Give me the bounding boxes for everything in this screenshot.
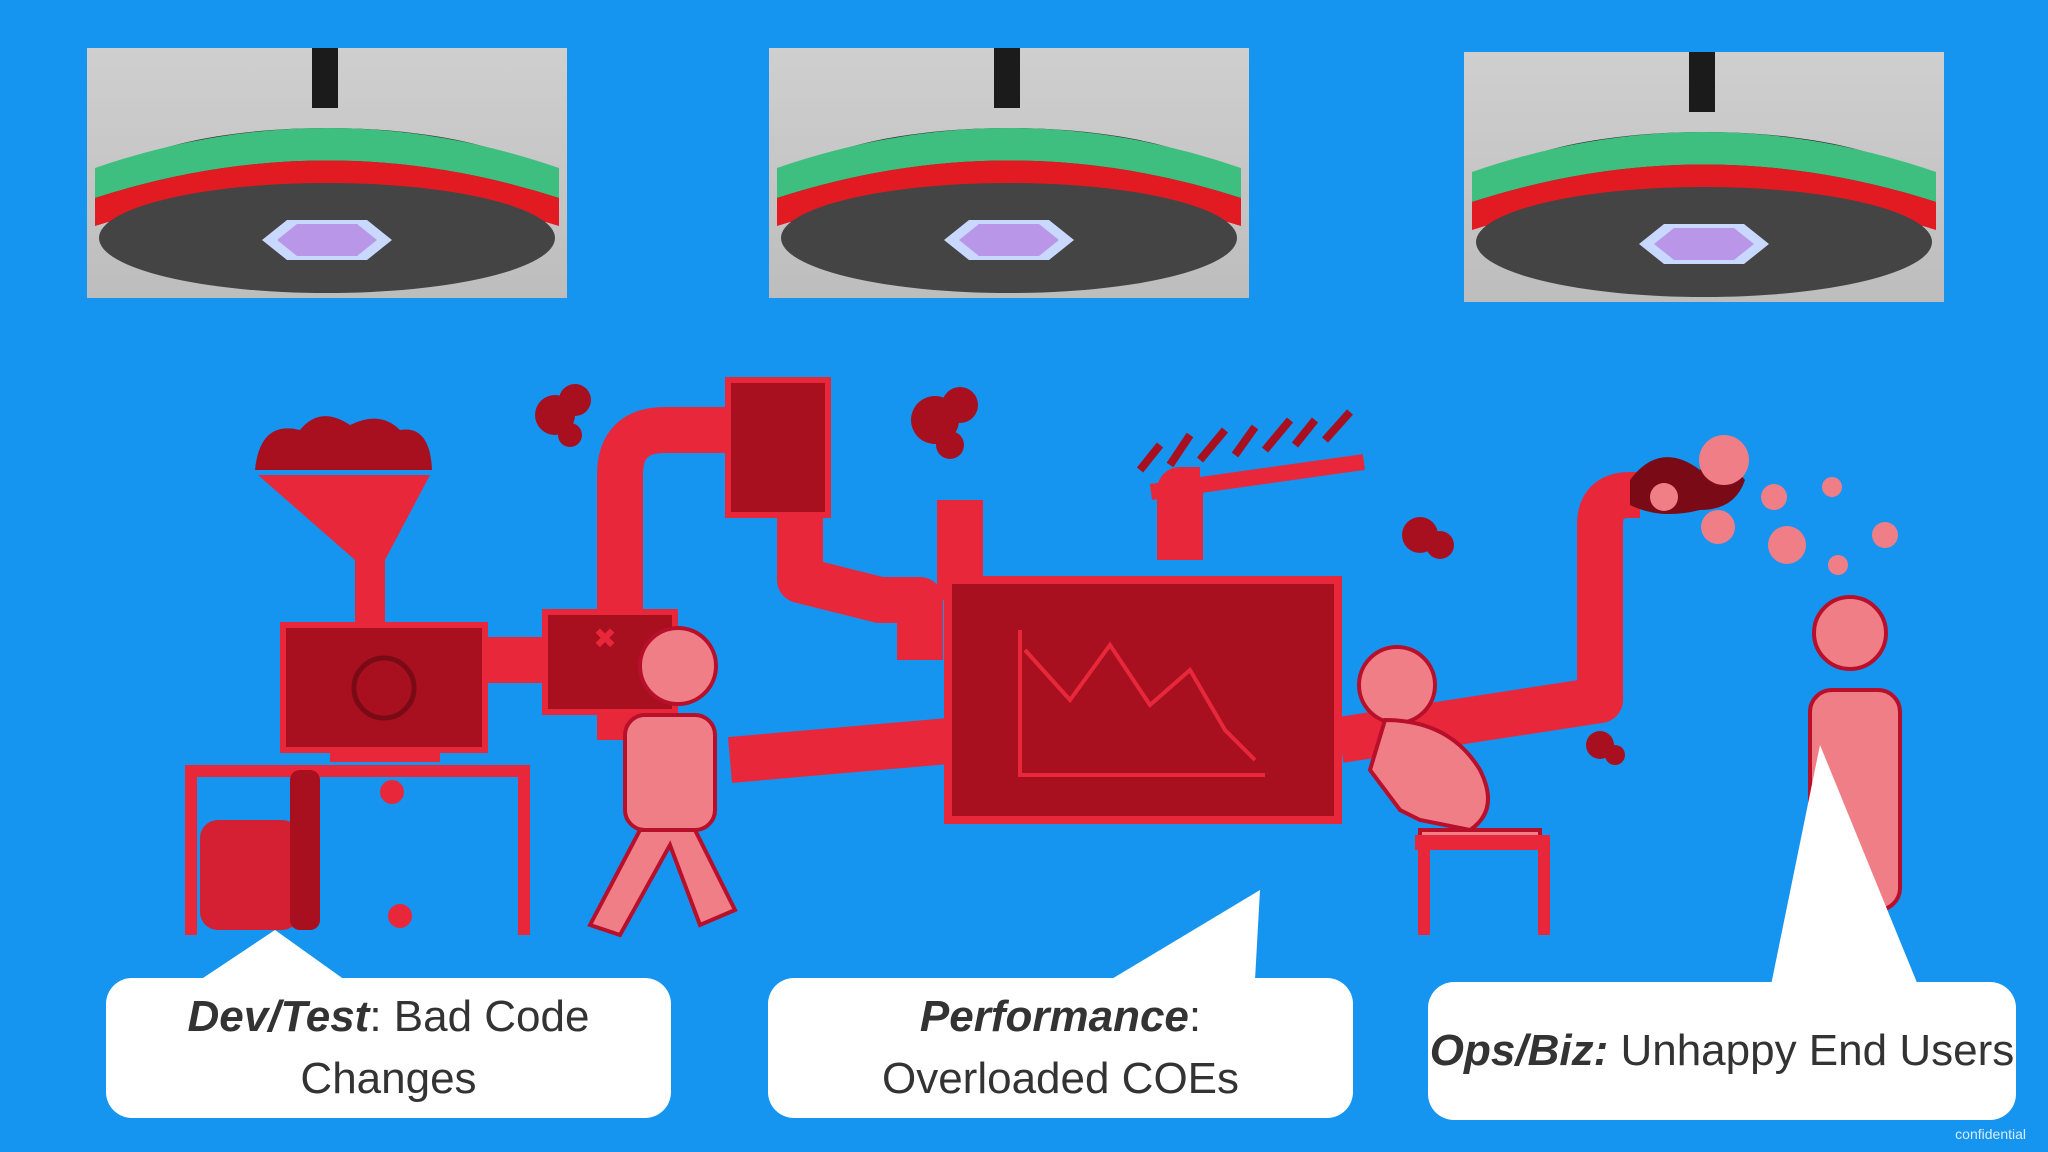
- status-light-icon: [1472, 52, 1936, 297]
- bubble-performance-text: Performance: Overloaded COEs: [882, 986, 1239, 1110]
- desk-icon: [185, 622, 530, 935]
- bubble-perf-sep: :: [1188, 992, 1202, 1041]
- smoke-icon: [535, 384, 1625, 765]
- status-light-photo-1: [87, 48, 567, 298]
- bubble-dev-test: Dev/Test: Bad Code Changes: [106, 978, 671, 1118]
- svg-text:✖: ✖: [593, 622, 616, 655]
- bubble-ops-text: Unhappy End Users: [1620, 1026, 2015, 1075]
- bubble-perf-label: Performance: [919, 992, 1189, 1041]
- status-light-icon: [777, 48, 1241, 293]
- bubble-dev-test-text: Dev/Test: Bad Code Changes: [106, 986, 671, 1110]
- status-light-photo-3: [1464, 52, 1944, 302]
- bubble-perf-text: Overloaded COEs: [881, 1054, 1240, 1103]
- bubble-dev-text: Bad Code Changes: [300, 992, 590, 1103]
- bubble-dev-sep: :: [369, 992, 394, 1041]
- status-light-photo-2: [769, 48, 1249, 298]
- bubble-ops-biz: Ops/Biz: Unhappy End Users: [1428, 982, 2016, 1120]
- status-light-icon: [95, 48, 559, 293]
- pipeline-illustration: ✖: [185, 377, 1902, 938]
- sad-faces-icon: [1650, 435, 1898, 575]
- bubble-dev-label: Dev/Test: [187, 992, 370, 1041]
- confidential-label: confidential: [1955, 1126, 2026, 1142]
- bubble-ops-biz-text: Ops/Biz: Unhappy End Users: [1430, 1020, 2014, 1082]
- bubble-ops-label: Ops/Biz:: [1429, 1026, 1609, 1075]
- stool-icon: [1415, 835, 1550, 935]
- funnel-icon: [255, 416, 432, 640]
- cracked-panel-icon: [725, 377, 831, 518]
- bubble-performance: Performance: Overloaded COEs: [768, 978, 1353, 1118]
- declining-chart-icon: [944, 576, 1342, 824]
- bubble-ops-sep: [1608, 1026, 1620, 1075]
- scraps-icon: [1136, 409, 1365, 500]
